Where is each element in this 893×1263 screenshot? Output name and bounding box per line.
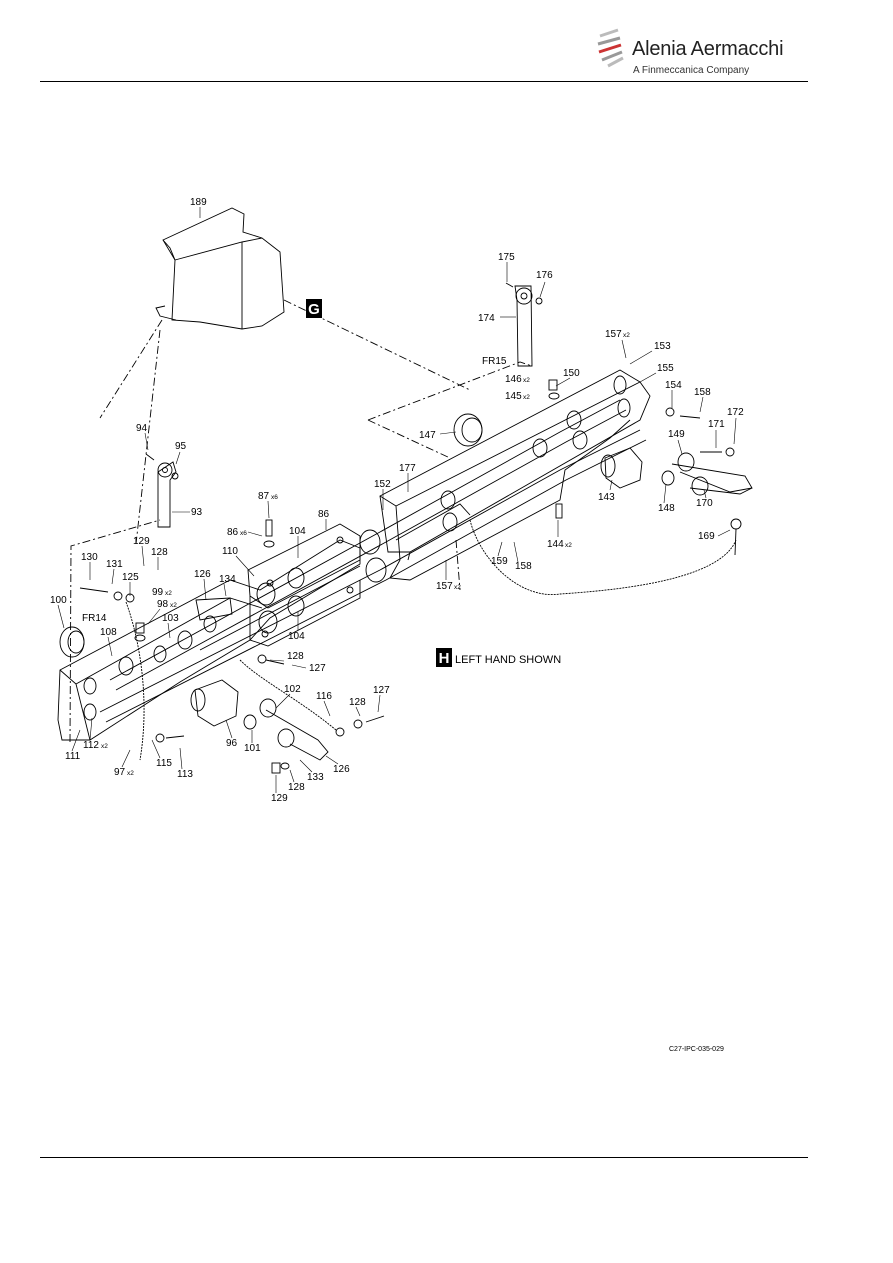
callout-qty: x2 (623, 332, 630, 339)
callout: 154 (665, 380, 682, 391)
callout: 133 (307, 772, 324, 783)
cover-part-189 (155, 207, 285, 330)
callout: 145 (505, 391, 522, 402)
callout: 94 (136, 423, 148, 434)
frame-label-fr15: FR15 (482, 356, 507, 367)
callout-qty: x6 (271, 494, 278, 501)
callout: 111 (65, 751, 81, 762)
brand-subtitle: A Finmeccanica Company (633, 65, 750, 76)
callout: 93 (191, 507, 203, 518)
callout-qty: x2 (454, 584, 461, 591)
header-rule (40, 81, 808, 82)
swoosh-logo-icon (597, 28, 624, 68)
figure-reference: C27-IPC-035-029 (669, 1046, 724, 1053)
callout: 128 (287, 651, 304, 662)
callout: 86 (318, 509, 330, 520)
callout: 115 (156, 758, 172, 769)
callout-qty: x2 (170, 602, 177, 609)
callout: 144 (547, 539, 564, 550)
callout: 128 (151, 547, 168, 558)
callout: 126 (194, 569, 211, 580)
callout: 108 (100, 627, 117, 638)
callout: 147 (419, 430, 436, 441)
callout: 170 (696, 498, 713, 509)
callout-qty: x2 (101, 743, 108, 750)
callout: 103 (162, 613, 179, 624)
callout: 171 (708, 419, 725, 430)
callout: 169 (698, 531, 715, 542)
footer-rule (40, 1157, 808, 1158)
view-letter-h: H (439, 650, 450, 667)
callout: 129 (133, 536, 150, 547)
callout: 100 (50, 595, 67, 606)
callout-qty: x2 (523, 377, 530, 384)
callout: 130 (81, 552, 98, 563)
callout: 146 (505, 374, 522, 385)
callout-qty: x2 (565, 542, 572, 549)
view-caption: LEFT HAND SHOWN (455, 654, 561, 666)
callout: 158 (515, 561, 532, 572)
callout: 98 (157, 599, 169, 610)
callout: 129 (271, 793, 288, 804)
callout: 148 (658, 503, 675, 514)
callout: 153 (654, 341, 671, 352)
callout: 155 (657, 363, 674, 374)
callout: 128 (349, 697, 366, 708)
callout: 112 (83, 740, 99, 751)
callout: 96 (226, 738, 238, 749)
callout: 143 (598, 492, 615, 503)
callout: 158 (694, 387, 711, 398)
view-letter-g: G (308, 301, 320, 318)
callout: 127 (373, 685, 390, 696)
callout: 104 (288, 631, 305, 642)
callout: 116 (316, 691, 332, 702)
callout: 131 (106, 559, 123, 570)
callout: 177 (399, 463, 416, 474)
callout: 157 (605, 329, 622, 340)
callout: 175 (498, 252, 515, 263)
callout: 149 (668, 429, 685, 440)
callout: 97 (114, 767, 126, 778)
callout: 157 (436, 581, 453, 592)
callout: 113 (177, 769, 193, 780)
callout-group: 189 175 176 174 157 x2 153 155 146 x2 15… (50, 197, 744, 804)
callout: 126 (333, 764, 350, 775)
brand-name: Alenia Aermacchi (632, 38, 784, 60)
callout-qty: x2 (127, 770, 134, 777)
callout: 110 (222, 546, 238, 557)
bracket-part-174 (514, 285, 533, 367)
company-logo (596, 22, 796, 82)
frame-label-fr14: FR14 (82, 613, 107, 624)
bracket-part-93 (157, 461, 177, 528)
tube-assembly (57, 369, 753, 774)
callout: 95 (175, 441, 187, 452)
callout: 128 (288, 782, 305, 793)
callout: 104 (289, 526, 306, 537)
callout-qty: x2 (165, 590, 172, 597)
callout: 127 (309, 663, 326, 674)
callout: 102 (284, 684, 301, 695)
callout: 86 (227, 527, 239, 538)
callout-qty: x2 (523, 394, 530, 401)
callout: 150 (563, 368, 580, 379)
callout: 189 (190, 197, 207, 208)
callout: 125 (122, 572, 139, 583)
view-letter-g-box (306, 299, 322, 318)
callout: 174 (478, 313, 495, 324)
callout: 176 (536, 270, 553, 281)
callout: 172 (727, 407, 744, 418)
callout-qty: x6 (240, 530, 247, 537)
callout: 152 (374, 479, 391, 490)
callout: 87 (258, 491, 270, 502)
view-letter-h-box (436, 648, 452, 667)
callout: 101 (244, 743, 261, 754)
callout: 134 (219, 574, 236, 585)
callout: 159 (491, 556, 508, 567)
callout: 99 (152, 587, 164, 598)
